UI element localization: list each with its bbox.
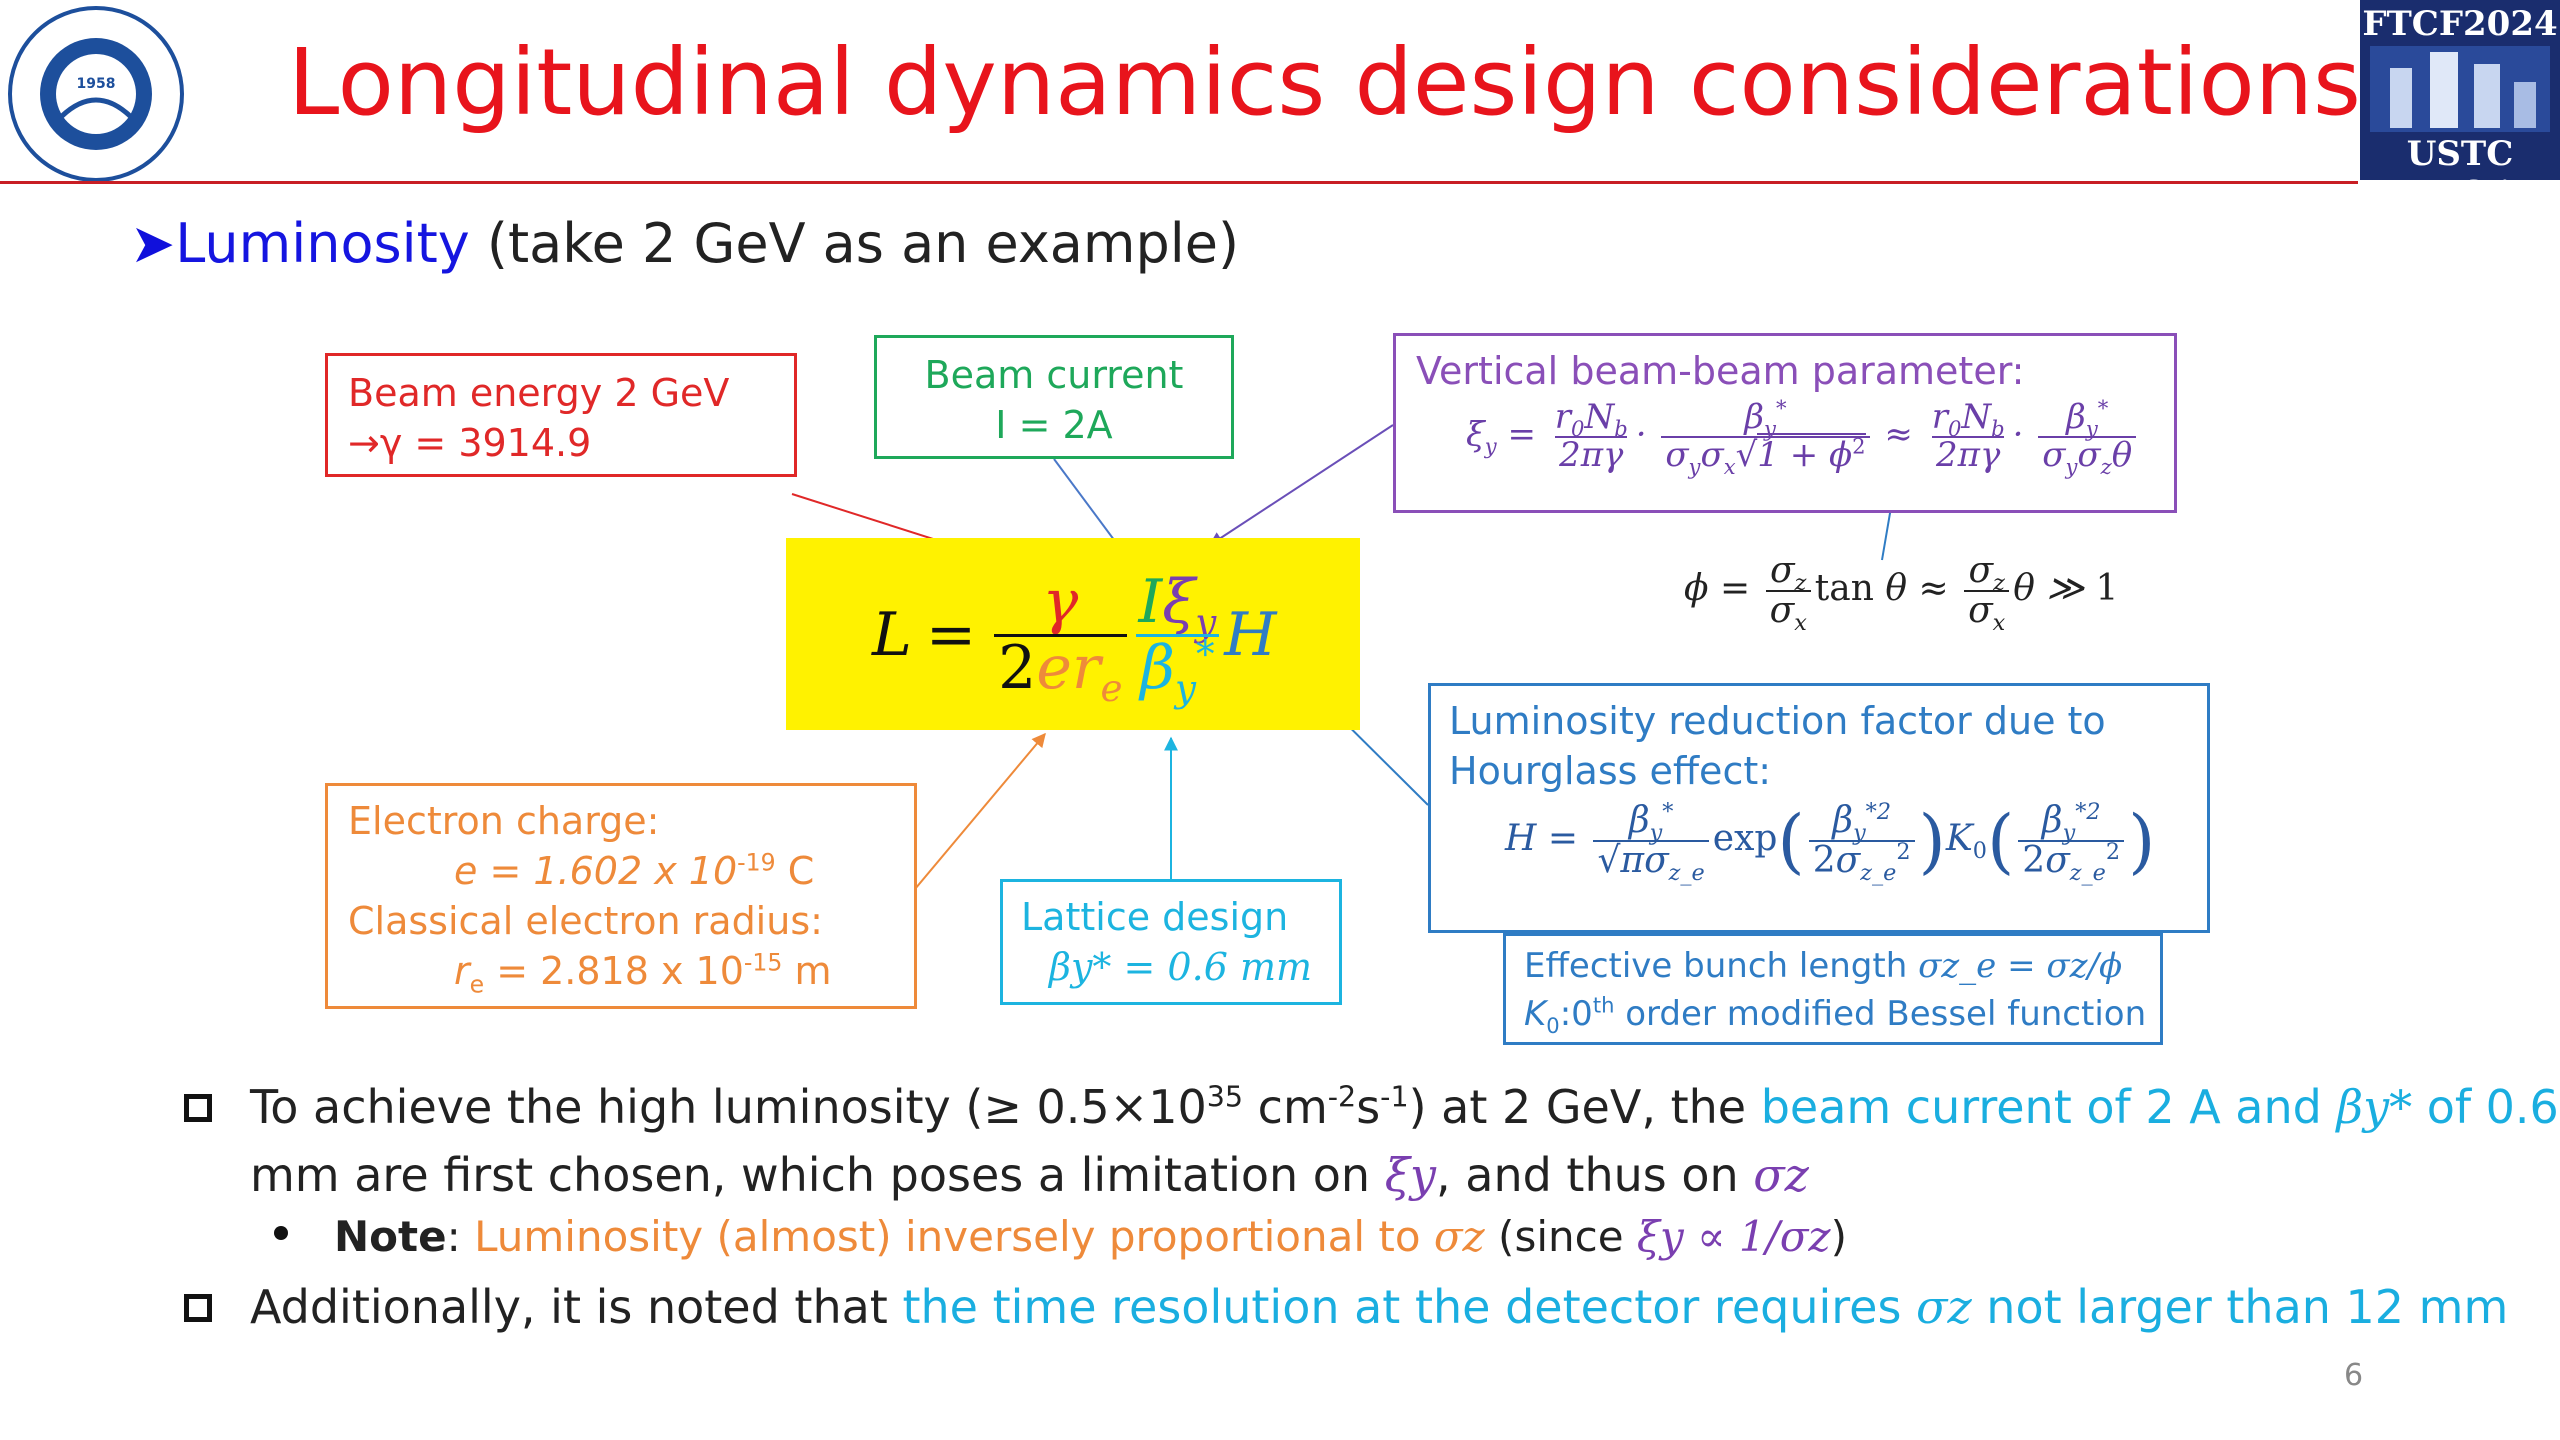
bullet-1-line2-text: mm are first chosen, which poses a limit…: [250, 1148, 1385, 1202]
beam-current-box: Beam current I = 2A: [874, 335, 1234, 459]
note-since: (since: [1484, 1212, 1637, 1261]
ftcf-logo: FTCF2024 USTC Hefei: [2360, 0, 2560, 214]
note-math: ξy ∝ 1/σz: [1636, 1212, 1831, 1261]
ustc-logo-year: 1958: [77, 76, 116, 92]
note-line: Note: Luminosity (almost) inversely prop…: [334, 1212, 1847, 1261]
note-close: ): [1830, 1212, 1847, 1261]
bullet-1-sigma: σz: [1753, 1148, 1809, 1202]
note-colon: :: [446, 1212, 475, 1261]
effective-line1-text: Effective bunch length: [1524, 946, 1919, 986]
beam-energy-line2: →γ = 3914.9: [348, 421, 592, 465]
bullet-1-s: s: [1356, 1080, 1381, 1134]
effective-line1: Effective bunch length σz_e = σz/ϕ: [1524, 942, 2142, 990]
radius-sub: e: [469, 970, 485, 999]
electron-line2: e = 1.602 x 10-19 C: [348, 846, 894, 896]
beam-energy-line1: Beam energy 2 GeV: [348, 371, 730, 415]
bullet-2-sigma: σz: [1916, 1280, 1972, 1334]
hourglass-line2: Hourglass effect:: [1449, 749, 1772, 793]
effective-k-sub: 0: [1546, 1012, 1560, 1038]
bullet-2-highlight: the time resolution at the detector requ…: [902, 1280, 1917, 1334]
radius-symbol: r: [454, 949, 470, 993]
radius-exp: -15: [743, 948, 783, 977]
effective-th: th: [1592, 992, 1615, 1018]
note-bullet-dot: [274, 1226, 288, 1240]
lattice-line1: Lattice design: [1021, 895, 1289, 939]
bullet-1-line1: To achieve the high luminosity (≥ 0.5×10…: [250, 1080, 2559, 1134]
beam-beam-title: Vertical beam-beam parameter:: [1416, 349, 2025, 393]
page-number: 6: [2344, 1358, 2364, 1393]
effective-k: K: [1524, 994, 1547, 1034]
hourglass-box: Luminosity reduction factor due to Hourg…: [1428, 683, 2210, 933]
effective-bessel: order modified Bessel function: [1614, 994, 2147, 1034]
beam-current-line1: Beam current: [924, 353, 1184, 397]
lattice-line2: βy* = 0.6 mm: [1049, 945, 1313, 989]
bullet-1-xi: ξy: [1384, 1148, 1437, 1202]
electron-charge-exp: -19: [737, 848, 776, 877]
ftcf-logo-top: FTCF2024: [2362, 4, 2558, 44]
electron-line1: Electron charge:: [348, 799, 660, 843]
bullet-1-text: To achieve the high luminosity (≥ 0.5×10: [250, 1080, 1207, 1134]
radius-value: = 2.818 x 10: [484, 949, 744, 993]
beam-current-line2: I = 2A: [995, 403, 1113, 447]
bullet-1-highlight: beam current of 2 A and: [1760, 1080, 2337, 1134]
electron-line4: re = 2.818 x 10-15 m: [348, 946, 894, 996]
bullet-1-exp1: 35: [1206, 1080, 1244, 1114]
effective-line1-math: σz_e = σz/ϕ: [1918, 946, 2123, 986]
arrow-electron: [909, 732, 1046, 896]
bullet-square-2: [184, 1294, 212, 1322]
electron-line3: Classical electron radius:: [348, 899, 823, 943]
section-heading: ➤Luminosity (take 2 GeV as an example): [130, 212, 1239, 275]
bullet-1-tail: of 0.6: [2412, 1080, 2559, 1134]
electron-charge-unit: C: [775, 849, 815, 893]
bullet-2-text: Additionally, it is noted that: [250, 1280, 903, 1334]
bullet-square-1: [184, 1094, 212, 1122]
arrow-vertical: [1208, 424, 1394, 546]
bullet-1-post: ) at 2 GeV, the: [1408, 1080, 1761, 1134]
bullet-2-line: Additionally, it is noted that the time …: [250, 1280, 2508, 1334]
bullet-1-cm: cm: [1243, 1080, 1328, 1134]
effective-order: :0: [1559, 994, 1593, 1034]
heading-rest: (take 2 GeV as an example): [469, 212, 1240, 275]
page-title: Longitudinal dynamics design considerati…: [288, 29, 2361, 136]
heading-keyword: Luminosity: [175, 212, 470, 275]
bullet-1-line2: mm are first chosen, which poses a limit…: [250, 1148, 1809, 1202]
bullet-1-line2-mid: , and thus on: [1436, 1148, 1754, 1202]
note-label: Note: [334, 1212, 447, 1261]
beam-energy-box: Beam energy 2 GeV →γ = 3914.9: [325, 353, 797, 477]
effective-bunch-length-box: Effective bunch length σz_e = σz/ϕ K0:0t…: [1503, 933, 2163, 1045]
bullet-1-beta: βy*: [2336, 1080, 2413, 1134]
bullet-2-post: not larger than 12 mm: [1971, 1280, 2509, 1334]
hourglass-line1: Luminosity reduction factor due to: [1449, 699, 2106, 743]
radius-unit: m: [782, 949, 832, 993]
electron-charge-value: e = 1.602 x 10: [454, 849, 738, 893]
note-sigma: σz: [1433, 1212, 1485, 1261]
building-icon: [2370, 46, 2550, 132]
bullet-1-exp2: -2: [1327, 1080, 1357, 1114]
lattice-design-box: Lattice design βy* = 0.6 mm: [1000, 879, 1342, 1005]
effective-line2: K0:0th order modified Bessel function: [1524, 990, 2146, 1038]
electron-constants-box: Electron charge: e = 1.602 x 10-19 C Cla…: [325, 783, 917, 1009]
ustc-logo: 1958: [6, 4, 186, 184]
bullet-1-exp3: -1: [1380, 1080, 1409, 1114]
note-highlight: Luminosity (almost) inversely proportion…: [474, 1212, 1434, 1261]
title-rule: [0, 181, 2358, 184]
ftcf-logo-bottom: USTC Hefei: [2406, 134, 2514, 214]
heading-arrow-icon: ➤: [130, 212, 176, 275]
